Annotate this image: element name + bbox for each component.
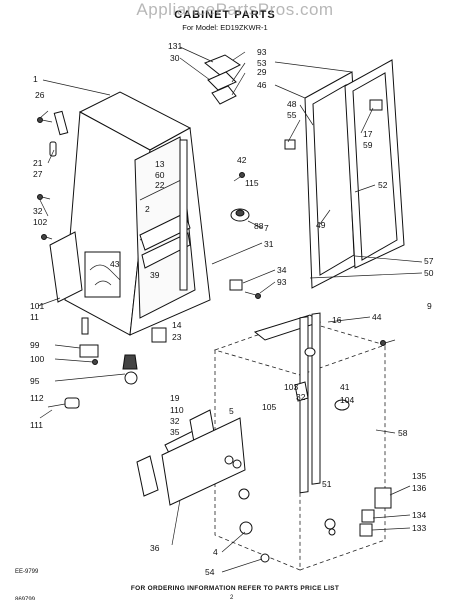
callout-93: 93 bbox=[257, 47, 267, 57]
callout-44: 44 bbox=[372, 312, 382, 322]
callout-13: 13 bbox=[155, 159, 165, 169]
callout-26: 26 bbox=[35, 90, 45, 100]
door-gasket-frames bbox=[284, 59, 405, 289]
callout-41: 41 bbox=[340, 382, 350, 392]
callout-16: 16 bbox=[332, 315, 342, 325]
callout-93-lower: 93 bbox=[277, 277, 287, 287]
callout-102: 102 bbox=[33, 217, 47, 227]
callout-4: 4 bbox=[213, 547, 218, 557]
callout-110: 110 bbox=[170, 405, 184, 415]
diagram-title: CABINET PARTS bbox=[174, 9, 275, 21]
callout-32-bottom: 32 bbox=[170, 416, 180, 426]
callout-104: 104 bbox=[340, 395, 354, 405]
callout-112: 112 bbox=[30, 393, 44, 403]
callout-32: 32 bbox=[33, 206, 43, 216]
callout-23: 23 bbox=[172, 332, 182, 342]
callout-21: 21 bbox=[33, 158, 43, 168]
callout-50: 50 bbox=[424, 268, 434, 278]
page-number: 2 bbox=[230, 595, 234, 600]
callout-39: 39 bbox=[150, 270, 160, 280]
callout-30: 30 bbox=[170, 53, 180, 63]
callout-57: 57 bbox=[424, 256, 434, 266]
callout-1: 1 bbox=[33, 74, 38, 84]
callout-22: 22 bbox=[155, 180, 165, 190]
callout-115: 115 bbox=[245, 178, 259, 188]
callout-35: 35 bbox=[170, 427, 180, 437]
callout-42: 42 bbox=[237, 155, 247, 165]
callout-99: 99 bbox=[30, 340, 40, 350]
callout-134: 134 bbox=[412, 510, 426, 520]
callout-48: 48 bbox=[287, 99, 297, 109]
center-small-parts bbox=[204, 54, 261, 299]
ordering-note: FOR ORDERING INFORMATION REFER TO PARTS … bbox=[131, 585, 339, 592]
leader-lines bbox=[37, 46, 423, 573]
callout-101: 101 bbox=[30, 301, 44, 311]
callout-59: 59 bbox=[363, 140, 373, 150]
callout-60: 60 bbox=[155, 170, 165, 180]
callout-103: 103 bbox=[284, 382, 298, 392]
callout-133: 133 bbox=[412, 523, 426, 533]
watermark-text: AppliancePartsPros.com bbox=[136, 0, 333, 19]
callout-19: 19 bbox=[170, 393, 180, 403]
small-diagram-code: EE-9799 bbox=[15, 569, 39, 575]
callout-5: 5 bbox=[229, 406, 234, 416]
cabinet-shell bbox=[49, 91, 211, 336]
callout-131: 131 bbox=[168, 41, 182, 51]
callout-46: 46 bbox=[257, 80, 267, 90]
callout-7: 7 bbox=[264, 223, 269, 233]
callout-32-lower: 32 bbox=[296, 392, 306, 402]
callout-9: 9 bbox=[427, 301, 432, 311]
lower-cabinet-box bbox=[136, 312, 396, 571]
diagram-subtitle: For Model: ED19ZKWR-1 bbox=[182, 23, 267, 32]
callout-55: 55 bbox=[287, 110, 297, 120]
callout-54: 54 bbox=[205, 567, 215, 577]
callout-14: 14 bbox=[172, 320, 182, 330]
diagram-code: 869799 bbox=[15, 597, 36, 600]
callout-31: 31 bbox=[264, 239, 274, 249]
callout-11: 11 bbox=[30, 312, 39, 322]
callout-51: 51 bbox=[322, 479, 332, 489]
callout-27: 27 bbox=[33, 169, 43, 179]
callout-95: 95 bbox=[30, 376, 40, 386]
callout-49: 49 bbox=[316, 220, 326, 230]
callout-29: 29 bbox=[257, 67, 267, 77]
callout-34: 34 bbox=[277, 265, 287, 275]
callout-36: 36 bbox=[150, 543, 160, 553]
callout-100: 100 bbox=[30, 354, 44, 364]
callout-111: 111 bbox=[30, 420, 43, 430]
callout-labels: 131 93 30 29 53 1 26 46 48 55 17 59 21 2… bbox=[30, 41, 434, 577]
callout-88: 88 bbox=[254, 221, 264, 231]
callout-58: 58 bbox=[398, 428, 408, 438]
callout-105: 105 bbox=[262, 402, 276, 412]
callout-43: 43 bbox=[110, 259, 120, 269]
callout-53: 53 bbox=[257, 58, 267, 68]
callout-135: 135 bbox=[412, 471, 426, 481]
callout-17: 17 bbox=[363, 129, 373, 139]
callout-136: 136 bbox=[412, 483, 426, 493]
callout-2: 2 bbox=[145, 204, 150, 214]
callout-52: 52 bbox=[378, 180, 388, 190]
left-small-parts bbox=[37, 110, 167, 409]
